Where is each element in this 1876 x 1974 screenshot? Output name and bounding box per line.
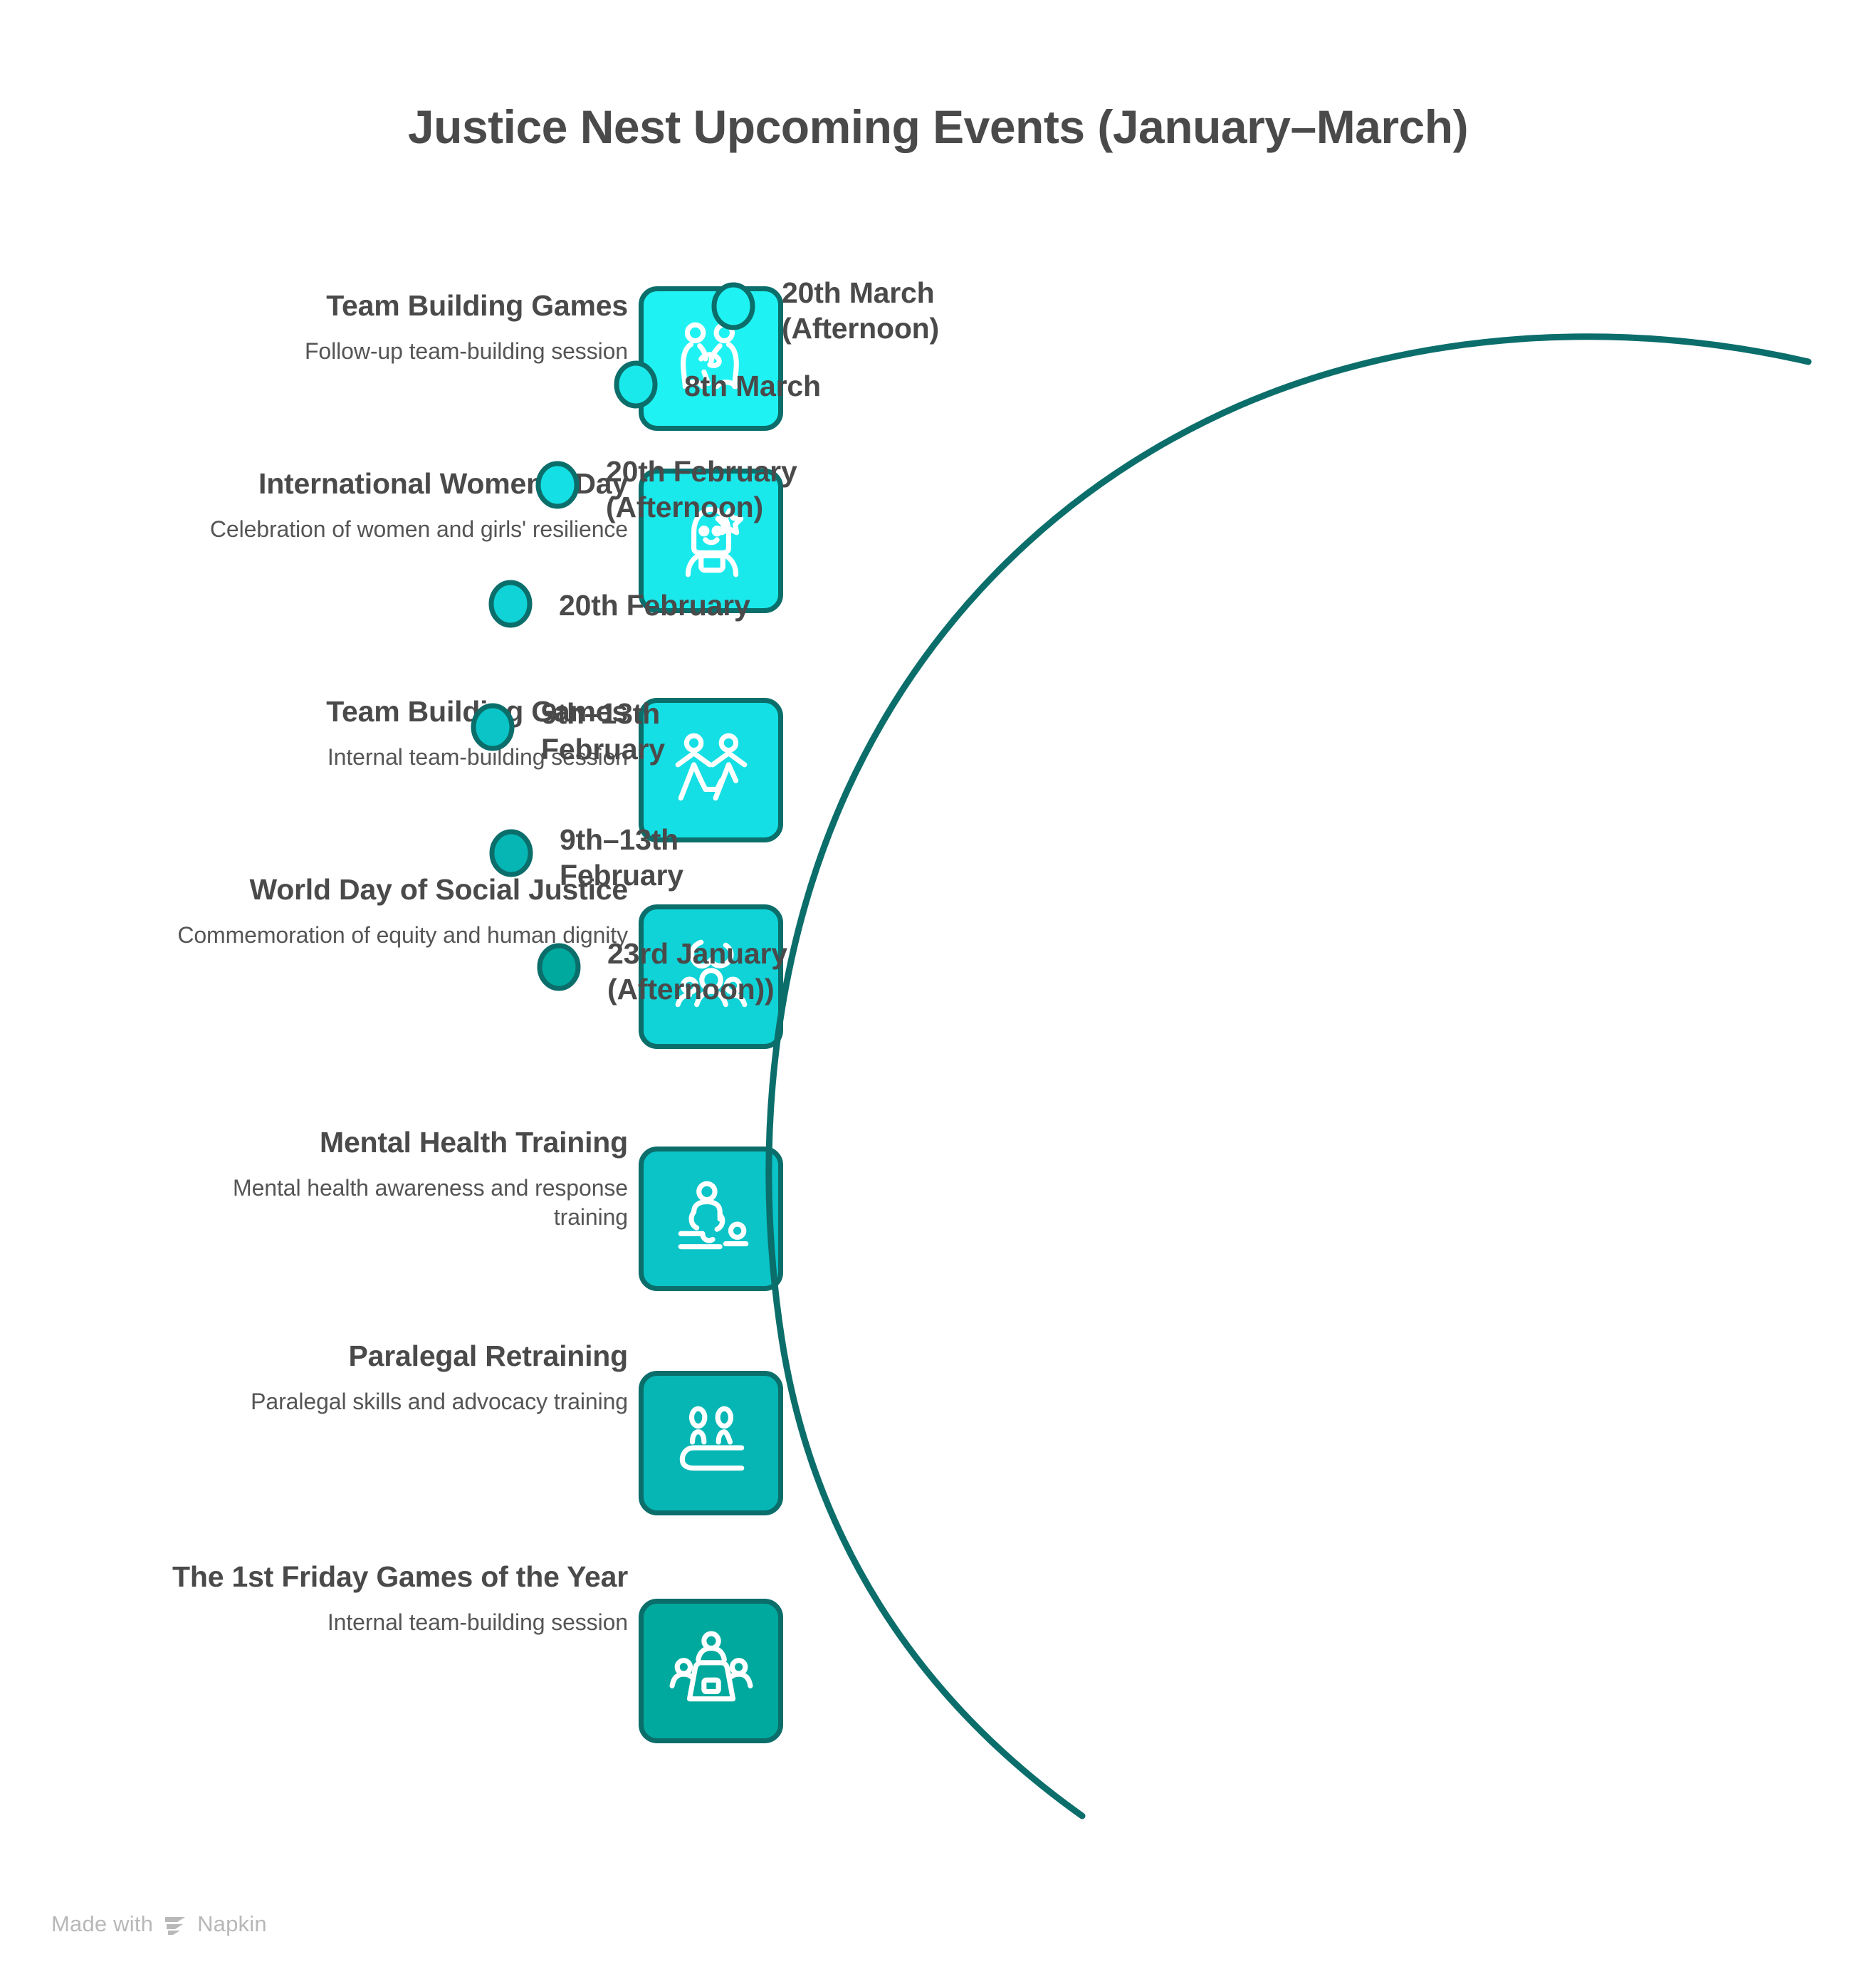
event-title: Team Building Games: [326, 289, 628, 322]
event-title: Mental Health Training: [320, 1126, 628, 1159]
event-title: Paralegal Retraining: [348, 1340, 629, 1372]
event-description: Paralegal skills and advocacy training: [251, 1389, 628, 1415]
event-icon-tile[interactable]: [639, 1147, 783, 1291]
timeline-date-label: 9th–13th February: [560, 823, 683, 892]
napkin-watermark: Made with Napkin: [51, 1911, 267, 1937]
event-title: The 1st Friday Games of the Year: [172, 1560, 628, 1593]
event-description: Mental health awareness and response tra…: [233, 1175, 628, 1231]
event-title: International Women’s Day: [258, 467, 628, 500]
watermark-brand: Napkin: [197, 1911, 267, 1936]
woman-with-star-icon: [669, 499, 753, 583]
timeline-date-label: 20th February (Afternoon): [606, 455, 797, 524]
timeline-date-label: 20th February: [559, 589, 750, 622]
people-around-table-icon: [669, 1629, 753, 1713]
event-icon-tile[interactable]: [639, 1599, 783, 1743]
event-description: Commemoration of equity and human dignit…: [177, 922, 628, 949]
event-icon-tile[interactable]: [639, 1371, 783, 1515]
event-icon-tile[interactable]: [639, 286, 783, 431]
event-title: World Day of Social Justice: [249, 873, 628, 906]
timeline-date-label: 23rd January (Afternoon)): [607, 937, 787, 1006]
event-icon-tile[interactable]: [639, 904, 783, 1049]
timeline-date-label: 20th March (Afternoon): [782, 276, 939, 345]
two-people-walking-icon: [669, 728, 753, 813]
hands-over-group-icon: [669, 935, 753, 1019]
person-meditating-icon: [669, 1177, 753, 1261]
event-description: Internal team-building session: [327, 1609, 628, 1636]
timeline-curve: [765, 333, 1812, 1819]
timeline-dot[interactable]: [489, 829, 533, 877]
timeline-date-label: 9th–13th February: [541, 697, 665, 766]
event-description: Celebration of women and girls' resilien…: [209, 516, 628, 543]
event-icon-tile[interactable]: [639, 698, 783, 842]
watermark-prefix: Made with: [51, 1911, 154, 1936]
two-people-desk-icon: [669, 1401, 753, 1485]
napkin-logo-icon: [165, 1917, 186, 1935]
page-title: Justice Nest Upcoming Events (January–Ma…: [407, 100, 1469, 153]
event-description: Follow-up team-building session: [304, 338, 628, 365]
timeline-date-label: 8th March: [684, 370, 821, 402]
